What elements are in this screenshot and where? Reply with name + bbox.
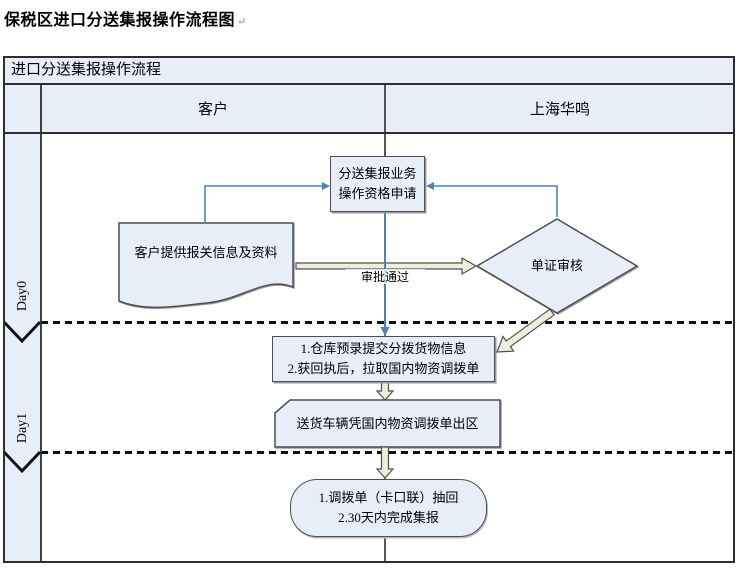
- table-outer-border: [3, 56, 735, 563]
- card-shape-truck-exit: [274, 399, 501, 448]
- node-qualification-apply: 分送集报业务 操作资格申请: [330, 156, 425, 212]
- connector-documents-to-apply: [204, 185, 322, 222]
- node-truck-exit-label: 送货车辆凭国内物资调拨单出区: [296, 415, 479, 431]
- day-strip-bg: [3, 133, 41, 563]
- document-shape-customer-documents: [118, 222, 294, 309]
- connector-documents-to-apply-arrowhead: [322, 182, 330, 190]
- node-customer-documents-label: 客户提供报关信息及资料: [134, 245, 278, 261]
- node-final-report-line1: 1.调拨单（卡口联）抽回: [318, 489, 459, 505]
- table-title: 进口分送集报操作流程: [11, 62, 162, 78]
- lane-label-day1: Day1: [15, 412, 30, 444]
- node-document-review-label: 单证审核: [530, 258, 583, 274]
- table-title-row-bg: [3, 56, 735, 84]
- node-warehouse-entry-line1: 1.仓库预录提交分拨货物信息: [300, 340, 467, 356]
- paragraph-mark-icon: ↵: [237, 16, 247, 28]
- column-header-company: 上海华鸣: [529, 102, 590, 118]
- day0-chevron-marker: [2, 320, 42, 344]
- connector-apply-to-warehouse-arrowhead: [380, 327, 390, 336]
- decision-shape-document-review: [475, 218, 639, 314]
- edge-label-approved: 审批通过: [345, 269, 425, 284]
- node-final-report: 1.调拨单（卡口联）抽回 2.30天内完成集报: [290, 479, 487, 537]
- block-arrow-warehouse-to-truck: [375, 381, 395, 401]
- lane-label-day0: Day0: [15, 280, 30, 312]
- node-qualification-apply-line2: 操作资格申请: [338, 186, 417, 201]
- page-title-text: 保税区进口分送集报操作流程图: [4, 12, 236, 29]
- connector-review-to-apply-arrowhead: [426, 182, 434, 190]
- block-arrow-review-to-warehouse: [496, 308, 555, 353]
- node-warehouse-entry-line2: 2.获回执后，拉取国内物资调拨单: [287, 361, 480, 376]
- node-warehouse-entry: 1.仓库预录提交分拨货物信息 2.获回执后，拉取国内物资调拨单: [272, 336, 495, 382]
- node-qualification-apply-line1: 分送集报业务: [338, 165, 417, 181]
- connector-review-to-apply: [434, 185, 558, 217]
- page-title: 保税区进口分送集报操作流程图↵: [4, 6, 247, 30]
- node-final-report-line2: 2.30天内完成集报: [338, 510, 439, 525]
- column-header-customer: 客户: [197, 102, 228, 118]
- day1-chevron-marker: [2, 450, 42, 474]
- table-header-row-bg: [3, 84, 735, 133]
- block-arrow-truck-to-final: [375, 446, 395, 479]
